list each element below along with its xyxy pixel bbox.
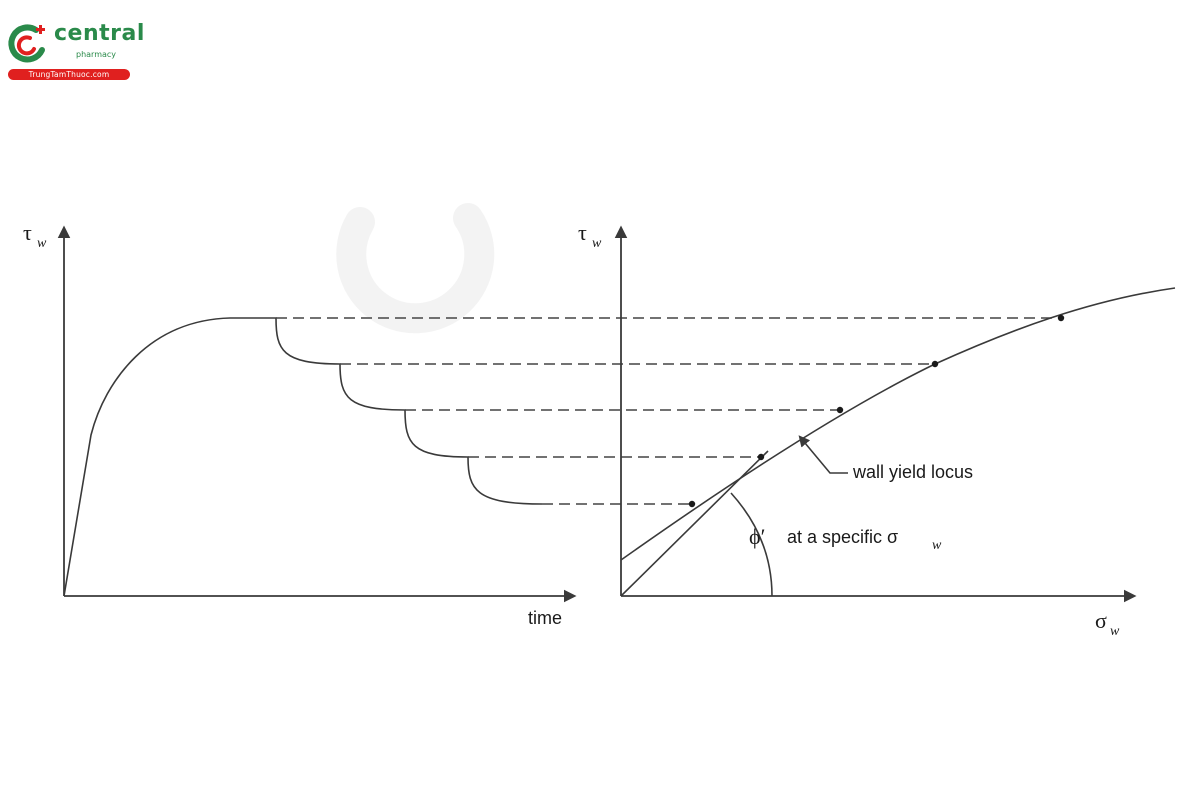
central-pharmacy-logo-icon <box>8 24 45 63</box>
left-y-subscript: w <box>37 236 47 251</box>
tangent-line <box>620 450 769 597</box>
brand-subtitle: pharmacy <box>76 50 117 59</box>
right-x-label: σ <box>1095 608 1107 633</box>
angle-label: at a specific σ <box>787 527 898 547</box>
wall-yield-locus-label: wall yield locus <box>852 462 973 482</box>
locus-point <box>1057 314 1065 322</box>
right-y-subscript: w <box>592 236 602 251</box>
brand-url: TrungTamThuoc.com <box>8 69 130 80</box>
locus-point <box>757 453 765 461</box>
angle-symbol: ϕ′ <box>749 524 765 549</box>
locus-point <box>931 360 939 368</box>
brand-logo: central pharmacy TrungTamThuoc.com <box>6 22 144 82</box>
locus-pointer <box>798 435 848 474</box>
right-x-subscript: w <box>1110 624 1120 639</box>
left-x-label: time <box>528 608 562 628</box>
brand-name: central <box>54 21 145 46</box>
wall-yield-locus-curve <box>620 287 1176 561</box>
locus-point <box>688 500 696 508</box>
angle-subscript: w <box>932 538 942 553</box>
logo-watermark-icon <box>336 203 495 334</box>
left-y-label: τ <box>23 220 32 245</box>
locus-point <box>836 406 844 414</box>
shear-time-curve <box>63 317 543 597</box>
angle-arc <box>730 492 773 597</box>
right-y-label: τ <box>578 220 587 245</box>
